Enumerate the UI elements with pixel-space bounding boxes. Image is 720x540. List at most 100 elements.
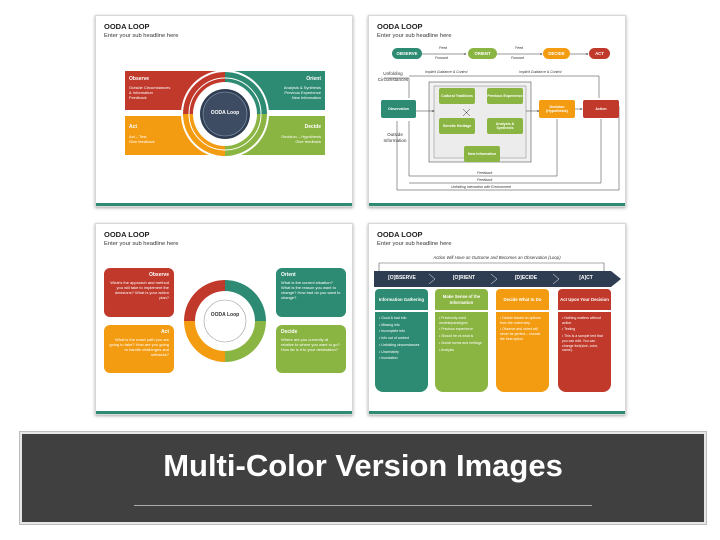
list-item: • Incomplete info — [379, 329, 405, 334]
slide-subtitle: Enter your sub headline here — [104, 241, 179, 247]
ooda-ring-diagram — [181, 70, 269, 158]
column-header: Act Upon Your Decision — [558, 289, 611, 310]
feed-label: Feed — [439, 46, 447, 50]
observe-label: Observe — [129, 76, 150, 82]
slide-subtitle: Enter your sub headline here — [377, 33, 452, 39]
act-box: Act What is the exact path you are going… — [104, 325, 174, 373]
list-item: • Should be vs what is — [439, 334, 474, 339]
list-item: • Analysis — [439, 347, 455, 352]
outside-information-label: Outside Information — [383, 132, 407, 143]
act-pill: ACT — [589, 48, 610, 59]
orient-label: Orient — [306, 76, 321, 82]
loop-arrow-graphic — [374, 262, 621, 287]
list-item: • Previous experience — [439, 327, 473, 332]
decision-box: Decision (Hypothesis) — [539, 100, 575, 118]
implicit-guidance-label: Implicit Guidance & Control — [519, 70, 562, 74]
slide-bottom-bar — [96, 203, 352, 206]
column-body: • Previously used models/paradigms • Pre… — [435, 312, 488, 392]
title-banner: Multi-Color Version Images — [19, 431, 707, 525]
previous-experience-box: Previous Experience — [487, 88, 523, 104]
orient-stage-label: [O]RIENT — [452, 275, 476, 281]
column-body: • Nothing matters without action • Testi… — [558, 312, 611, 392]
list-item: • Inundation — [379, 356, 398, 361]
implicit-guidance-label: Implicit Guidance & Control — [425, 70, 468, 74]
slide-title: OODA LOOP — [377, 22, 423, 31]
observation-box: Observation — [381, 100, 416, 118]
analysis-synthesis-box: Analysis & Synthesis — [487, 118, 523, 134]
list-item: • Decide based on options from the orien… — [500, 316, 541, 325]
observe-pill: OBSERVE — [392, 48, 422, 59]
decide-box: Decide Where are you currently at relati… — [276, 325, 346, 373]
genetic-heritage-box: Genetic Heritage — [439, 118, 475, 134]
list-item: • Missing info — [379, 322, 400, 327]
banner-underline — [134, 505, 592, 506]
column-body: • Good & bad info • Missing info • Incom… — [375, 312, 428, 392]
banner-title: Multi-Color Version Images — [163, 448, 563, 483]
act-column: Act Upon Your Decision • Nothing matters… — [558, 289, 611, 392]
slide-thumbnail-2[interactable]: OODA LOOP Enter your sub headline here O… — [368, 15, 626, 207]
list-item: • Observe and orient will never be perfe… — [500, 327, 541, 341]
slide-bottom-bar — [369, 203, 625, 206]
act-label: Act — [129, 124, 138, 130]
act-stage-label: [A]CT — [579, 275, 593, 281]
slide-bottom-bar — [96, 411, 352, 414]
feed-label: Feed — [515, 46, 523, 50]
list-item: • Good & bad info — [379, 316, 407, 320]
decide-column: Decide What to Do • Decide based on opti… — [496, 289, 549, 392]
action-box: Action — [583, 100, 619, 118]
unfolding-interaction-label: Unfolding Interaction with Environment — [451, 185, 511, 189]
feedback-label: Feedback — [477, 171, 493, 175]
act-label: Act — [160, 329, 169, 335]
slide-bottom-bar — [369, 411, 625, 414]
orient-pill: ORIENT — [468, 48, 497, 59]
ooda-center-label: OODA Loop — [210, 110, 240, 116]
list-item: • Previously used models/paradigms — [439, 316, 468, 325]
forward-label: Forward — [511, 56, 524, 60]
decide-stage-label: [D]ECIDE — [514, 275, 538, 281]
list-item: • Unfolding circumstances — [379, 342, 420, 347]
act-text: What is the exact path you are going to … — [109, 337, 169, 357]
cultural-traditions-box: Cultural Traditions — [439, 88, 475, 104]
slide-subtitle: Enter your sub headline here — [377, 241, 452, 247]
column-header: Make Sense of the Information — [435, 289, 488, 310]
orient-label: Orient — [281, 272, 296, 278]
slide-thumbnail-1[interactable]: OODA LOOP Enter your sub headline here O… — [95, 15, 353, 207]
observe-text: What's the approach and method you will … — [110, 280, 169, 300]
slide-thumbnail-4[interactable]: OODA LOOP Enter your sub headline here A… — [368, 223, 626, 415]
slide-thumbnail-3[interactable]: OODA LOOP Enter your sub headline here O… — [95, 223, 353, 415]
list-item: • Nothing matters without action — [562, 316, 601, 325]
unfolding-circumstances-label: Unfolding Circumstances — [377, 71, 409, 82]
slide-title: OODA LOOP — [104, 230, 150, 239]
decide-label: Decide — [281, 329, 298, 335]
list-item: • Testing — [562, 327, 576, 332]
column-body: • Decide based on options from the orien… — [496, 312, 549, 392]
orient-text: What is the current situation? What is t… — [281, 280, 341, 300]
feedback-label: Feedback — [477, 178, 493, 182]
decide-text: Where are you currently at relative to w… — [281, 337, 340, 352]
decide-pill: DECIDE — [543, 48, 570, 59]
forward-label: Forward — [435, 56, 448, 60]
slide-title: OODA LOOP — [104, 22, 150, 31]
orient-box: Orient What is the current situation? Wh… — [276, 268, 346, 317]
observe-box: Observe What's the approach and method y… — [104, 268, 174, 317]
slide-title: OODA LOOP — [377, 230, 423, 239]
list-item: • Info out of context — [379, 336, 410, 341]
column-header: Information Gathering — [375, 289, 428, 310]
observe-label: Observe — [148, 272, 169, 278]
ooda-ring-diagram — [184, 280, 266, 362]
ooda-center-label: OODA Loop — [210, 312, 240, 318]
slide-subtitle: Enter your sub headline here — [104, 33, 179, 39]
list-item: • Uncertainty — [379, 349, 399, 354]
orient-column: Make Sense of the Information • Previous… — [435, 289, 488, 392]
column-header: Decide What to Do — [496, 289, 549, 310]
list-item: • Social norms and heritage — [439, 340, 482, 345]
new-information-box: New Information — [464, 146, 500, 162]
observe-column: Information Gathering • Good & bad info … — [375, 289, 428, 392]
loop-note: Action Will Have an Outcome and Becomes … — [433, 255, 561, 260]
decide-label: Decide — [304, 124, 321, 130]
list-item: • This is a sample text that you can edi… — [562, 334, 603, 353]
